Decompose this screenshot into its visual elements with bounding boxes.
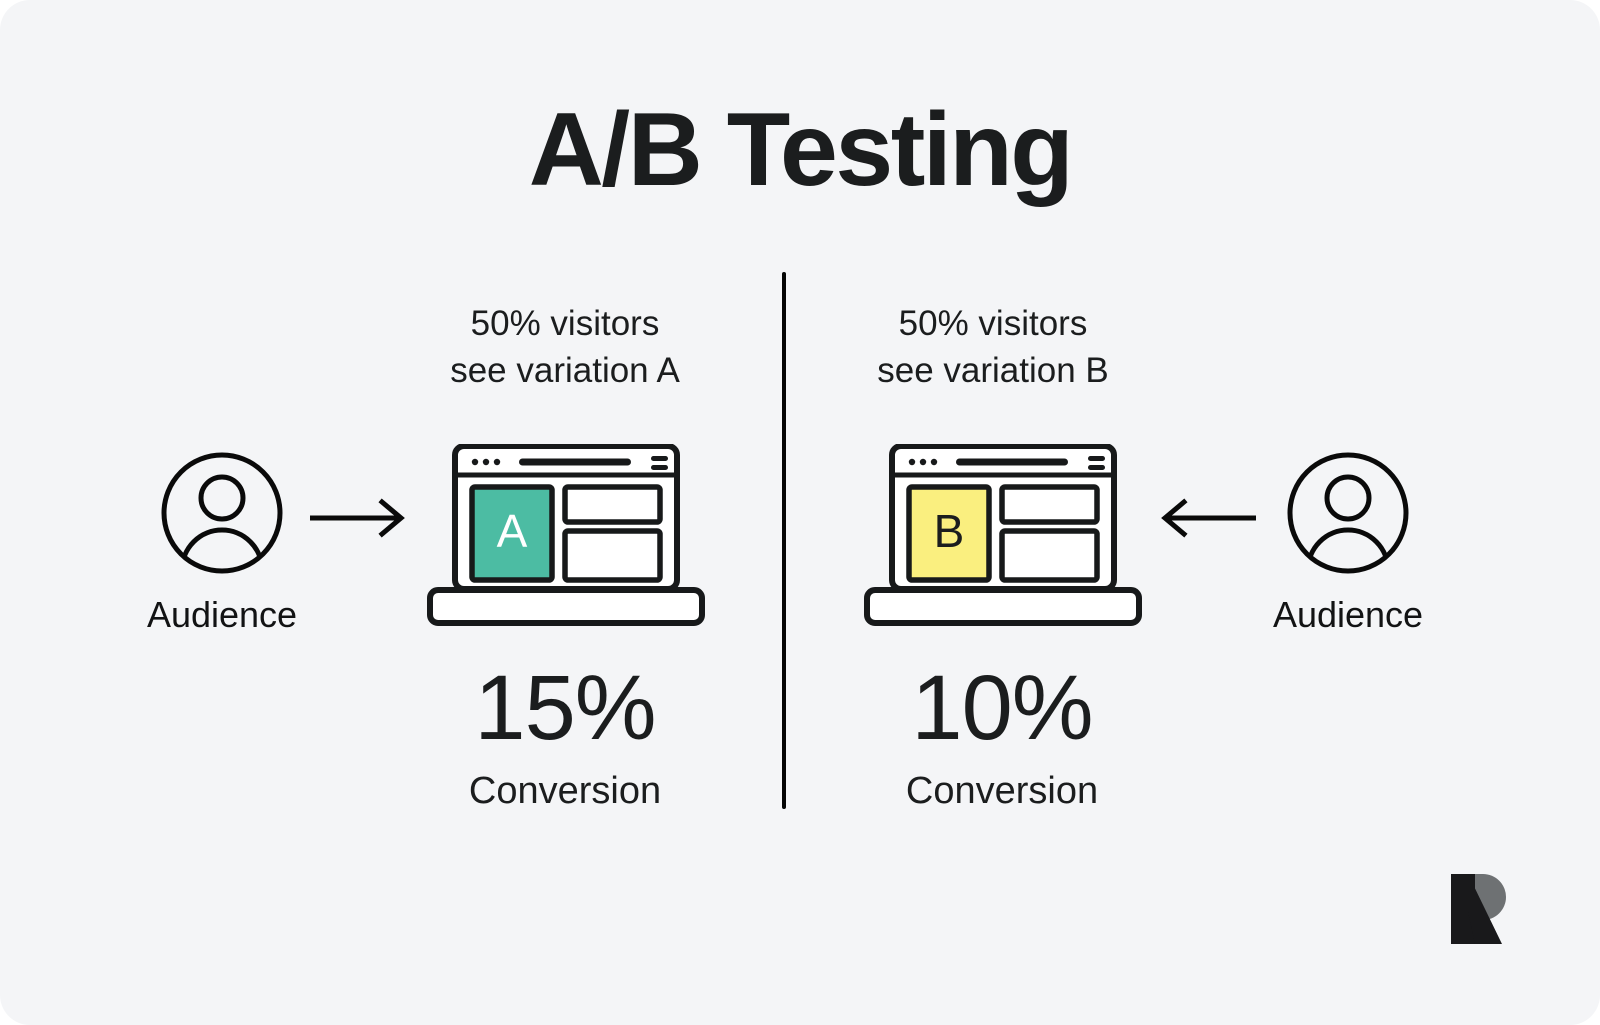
laptop-variant-a: A	[427, 443, 705, 626]
variant-b-caption-line2: see variation B	[877, 351, 1109, 390]
page-title: A/B Testing	[528, 92, 1074, 208]
logo-leg	[1468, 874, 1502, 944]
browser-address-bar	[519, 458, 631, 466]
browser-menu-icon	[651, 465, 668, 470]
browser-menu-icon	[1088, 456, 1105, 461]
content-block-bottom	[562, 528, 663, 583]
browser-dot-icon	[919, 458, 927, 466]
variant-b-caption-line1: 50% visitors	[898, 304, 1088, 343]
content-block-top	[999, 484, 1100, 525]
audience-left: Audience	[92, 448, 352, 633]
arrow-right-icon	[308, 496, 408, 540]
conversion-value-a: 15%	[474, 657, 656, 759]
audience-right: Audience	[1218, 448, 1478, 633]
stat-variant-b: 10% Conversion	[792, 662, 1212, 810]
audience-avatar-icon	[1283, 448, 1413, 578]
audience-left-label: Audience	[146, 594, 298, 635]
browser-address-bar	[956, 458, 1068, 466]
conversion-label-b: Conversion	[905, 770, 1099, 812]
variant-b-caption: 50% visitors see variation B	[783, 300, 1203, 394]
browser-dot-icon	[930, 458, 938, 466]
arrow-left-icon	[1158, 496, 1258, 540]
browser-dot-icon	[482, 458, 490, 466]
variant-a-caption: 50% visitors see variation A	[355, 300, 775, 394]
variation-letter-a: A	[497, 505, 528, 557]
browser-menu-icon	[1088, 465, 1105, 470]
conversion-value-b: 10%	[911, 657, 1093, 759]
stat-variant-a: 15% Conversion	[355, 662, 775, 810]
browser-dot-icon	[908, 458, 916, 466]
browser-dot-icon	[493, 458, 501, 466]
variation-panel-a	[469, 484, 555, 583]
conversion-label-a: Conversion	[468, 770, 662, 812]
audience-avatar-icon	[157, 448, 287, 578]
laptop-base-b	[864, 587, 1142, 626]
center-divider	[782, 272, 786, 809]
variation-letter-b: B	[934, 505, 965, 557]
content-block-top	[562, 484, 663, 525]
content-block-bottom	[999, 528, 1100, 583]
r-logo	[1444, 872, 1506, 946]
browser-menu-icon	[651, 456, 668, 461]
audience-right-label: Audience	[1272, 594, 1424, 635]
variation-panel-b	[906, 484, 992, 583]
laptop-variant-b: B	[864, 443, 1142, 626]
variant-a-caption-line1: 50% visitors	[470, 304, 660, 343]
browser-dot-icon	[471, 458, 479, 466]
variant-a-caption-line2: see variation A	[450, 351, 680, 390]
laptop-base-a	[427, 587, 705, 626]
